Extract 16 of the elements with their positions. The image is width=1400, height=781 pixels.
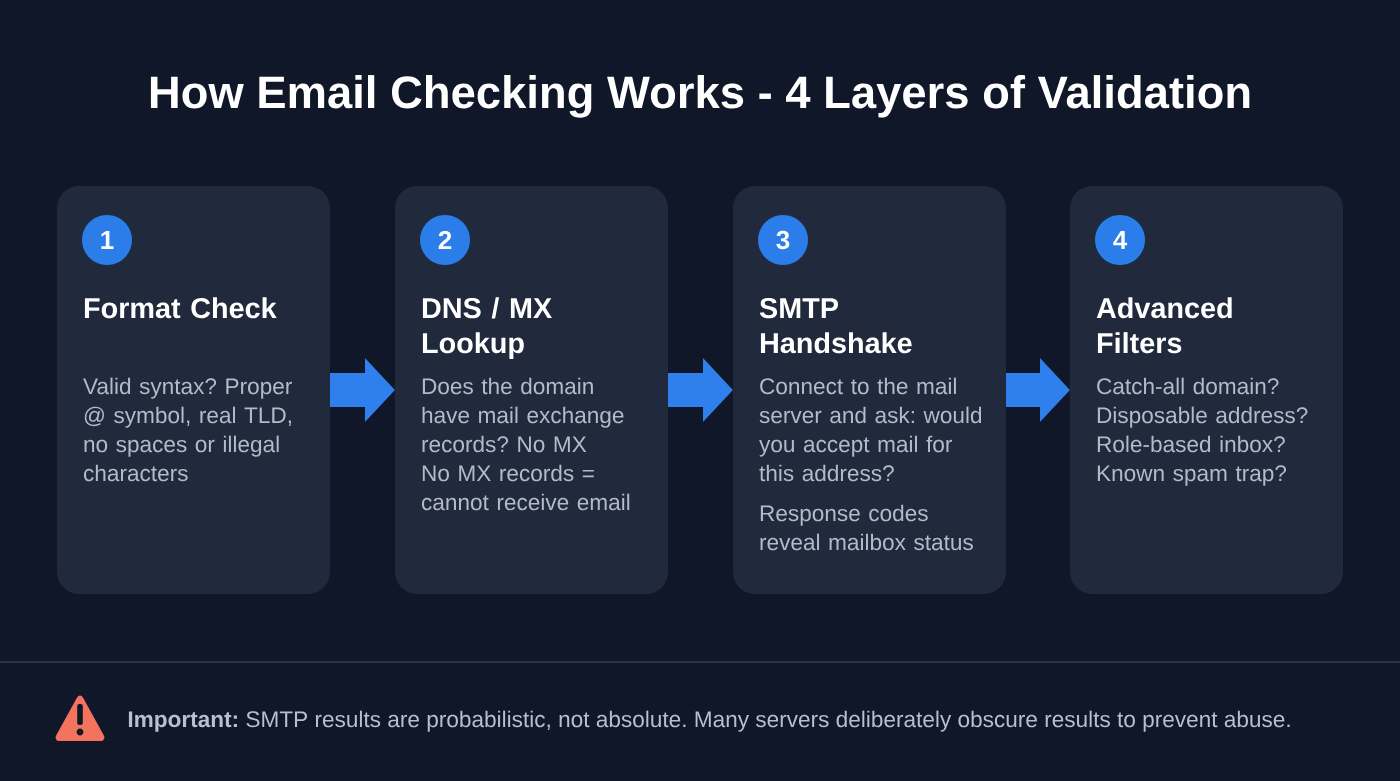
card-text: Does the domain have mail exchange records? No MX — [422, 377, 624, 453]
card-text: Valid syntax? Proper @ symbol, real TLD, no spaces or illegal characters — [83, 377, 292, 482]
card-heading: Format Check — [84, 297, 277, 319]
card-heading: DNS / MX Lookup — [422, 297, 552, 359]
number-badge: 2 — [420, 215, 470, 265]
number-badge: 3 — [758, 215, 808, 265]
number-badge: 1 — [82, 215, 132, 265]
note-text: Important: SMTP results are probabilistic, not absolute. Many servers deliberately obscure results to prevent abuse. — [128, 710, 1290, 732]
card-heading: SMTP Handshake — [759, 297, 912, 354]
title: How Email Checking Works - 4 Layers of Validation — [150, 75, 1250, 118]
card-text: Catch-all domain? Disposable address? Role-based inbox? Known spam trap? — [1097, 377, 1308, 486]
card-heading: Advanced Filters — [1096, 297, 1232, 354]
card-text: Connect to the mail server and ask: would you accept mail for this address? — [759, 377, 982, 482]
number-badge: 4 — [1095, 215, 1145, 265]
card-text: No MX records = cannot receive email — [421, 464, 630, 511]
card-text: Response codes reveal mailbox status — [760, 504, 973, 551]
